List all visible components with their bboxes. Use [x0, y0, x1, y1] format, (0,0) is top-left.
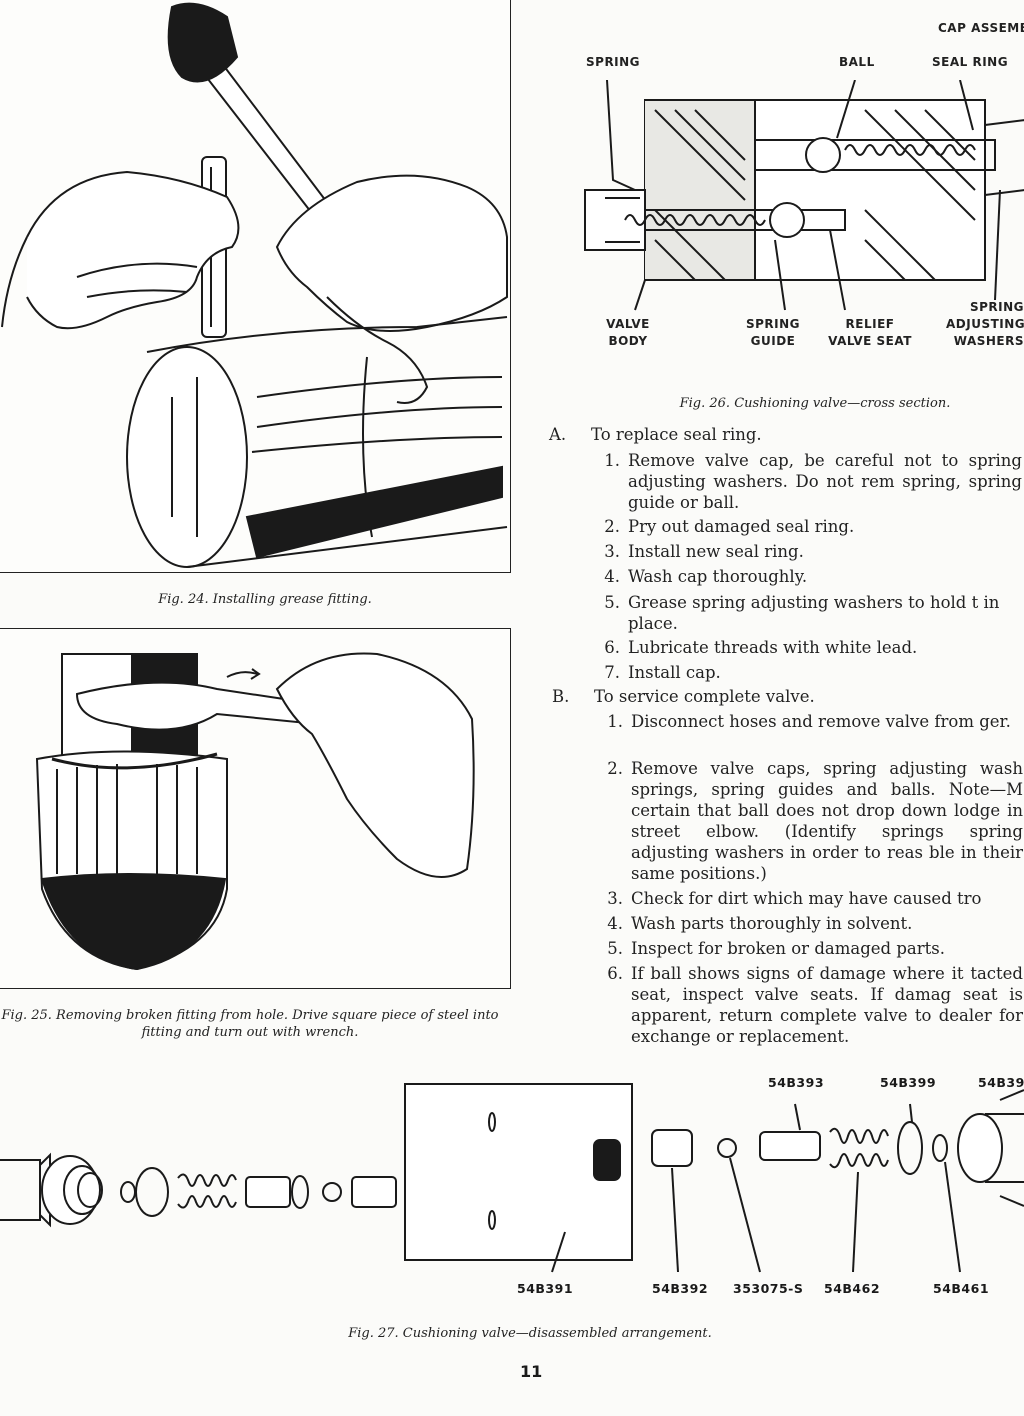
fig27-exploded-view — [0, 1083, 1024, 1273]
list-item: 6.If ball shows signs of damage where it… — [607, 964, 1023, 1046]
list-item: 4.Wash cap thoroughly. — [604, 567, 808, 586]
label-seal-ring: SEAL RING — [932, 55, 1009, 69]
part-label-353075-s: 353075-S — [733, 1281, 804, 1296]
label-spring-adjusting-washers: SPRING ADJUSTING WASHERS — [946, 300, 1024, 348]
label-spring-guide: SPRING GUIDE — [745, 317, 801, 348]
list-item: 1.Disconnect hoses and remove valve from… — [607, 712, 1011, 731]
fig26-caption: Fig. 26. Cushioning valve—cross section. — [679, 396, 951, 411]
part-label-54b461: 54B461 — [933, 1281, 990, 1296]
fig25-illustration — [0, 628, 511, 989]
label-relief-valve-seat: RELIEF VALVE SEAT — [828, 317, 912, 348]
section-b-letter: B. — [552, 687, 570, 706]
fig26-cross-section — [584, 80, 1024, 311]
list-item: 4.Wash parts thoroughly in solvent. — [607, 914, 913, 933]
label-valve-body: VALVE BODY — [606, 317, 650, 348]
fig25-drawing — [35, 652, 475, 971]
fig24-caption: Fig. 24. Installing grease fitting. — [158, 592, 372, 607]
label-ball: BALL — [839, 55, 875, 69]
section-b-title: To service complete valve. — [594, 687, 815, 706]
label-spring: SPRING — [586, 55, 641, 69]
part-label-54b391: 54B391 — [517, 1281, 574, 1296]
list-item: 5.Inspect for broken or damaged parts. — [607, 939, 945, 958]
fig25-caption: Fig. 25. Removing broken fitting from ho… — [1, 1008, 499, 1040]
part-label-54b399: 54B399 — [880, 1075, 937, 1090]
list-item: 3.Install new seal ring. — [604, 542, 804, 561]
fig24-illustration — [0, 0, 511, 573]
list-item: 2.Remove valve caps, spring adjusting wa… — [607, 759, 1023, 883]
section-a-letter: A. — [549, 425, 567, 444]
label-cap-assembly: CAP ASSEMB — [938, 21, 1024, 35]
part-label-54b39: 54B39 — [978, 1075, 1024, 1090]
list-item: 5.Grease spring adjusting washers to hol… — [604, 593, 1000, 633]
part-label-54b392: 54B392 — [652, 1281, 709, 1296]
list-item: 7.Install cap. — [604, 663, 721, 682]
fig24-drawing — [1, 2, 508, 568]
list-item: 3.Check for dirt which may have caused t… — [607, 889, 982, 908]
section-a-title: To replace seal ring. — [591, 425, 762, 444]
part-label-54b462: 54B462 — [824, 1281, 881, 1296]
fig27-caption: Fig. 27. Cushioning valve—disassembled a… — [348, 1326, 712, 1341]
list-item: 1.Remove valve cap, be careful not to sp… — [604, 451, 1022, 512]
page-number: 11 — [520, 1362, 543, 1381]
list-item: 2.Pry out damaged seal ring. — [604, 517, 855, 536]
part-label-54b393: 54B393 — [768, 1075, 825, 1090]
list-item: 6.Lubricate threads with white lead. — [604, 638, 918, 657]
